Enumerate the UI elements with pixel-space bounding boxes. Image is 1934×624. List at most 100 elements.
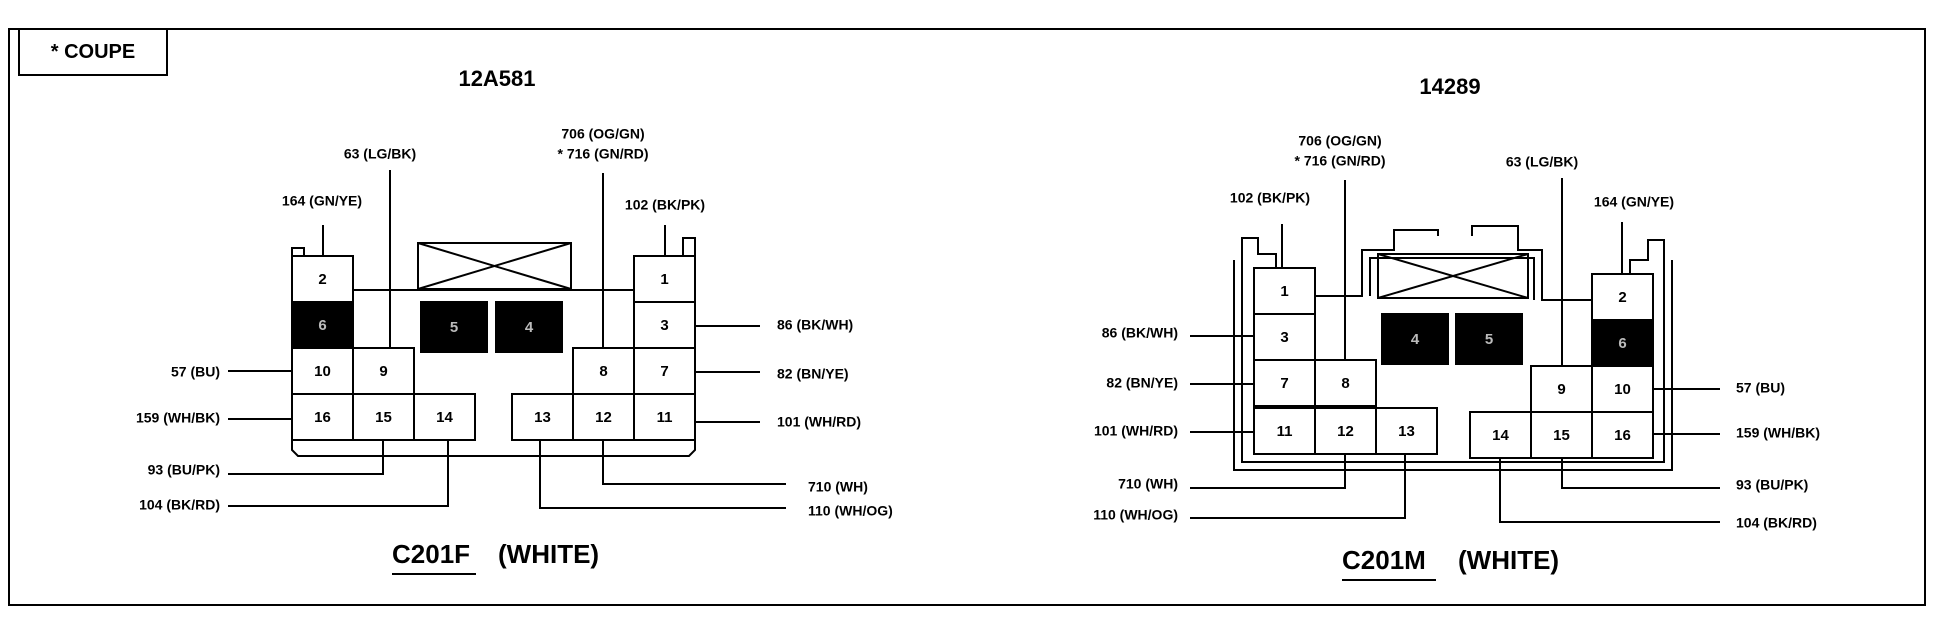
cavity-number: 14 — [1492, 427, 1509, 444]
cavity-11 — [1253, 407, 1316, 455]
cavity-number: 15 — [1553, 427, 1570, 444]
latch-box — [417, 242, 572, 290]
connector-name: C201M — [1342, 545, 1426, 575]
connector-housing-outline — [1241, 237, 1277, 268]
coupe-note-box: * COUPE — [18, 28, 168, 76]
circuit-label: 159 (WH/BK) — [136, 410, 220, 426]
cavity-13 — [1375, 407, 1438, 455]
cavity-number: 13 — [1398, 423, 1415, 440]
cavity-number: 16 — [314, 409, 331, 426]
cavity-6 — [291, 301, 354, 349]
cavity-10 — [1591, 365, 1654, 413]
circuit-label: 110 (WH/OG) — [808, 503, 893, 519]
circuit-leader-line — [228, 440, 384, 475]
cavity-number: 13 — [534, 409, 551, 426]
connector-housing-outline — [682, 237, 696, 256]
circuit-label: 63 (LG/BK) — [344, 146, 416, 162]
circuit-label: 86 (BK/WH) — [777, 317, 853, 333]
connector-part-number: 12A581 — [458, 66, 535, 91]
circuit-label: 710 (WH) — [808, 479, 868, 495]
cavity-14 — [413, 393, 476, 441]
connector-housing-outline — [1233, 260, 1673, 471]
circuit-label: 101 (WH/RD) — [777, 414, 861, 430]
cavity-number: 10 — [1614, 381, 1631, 398]
cavity-8 — [1314, 359, 1377, 407]
circuit-leader-line — [1190, 454, 1346, 489]
cavity-13 — [511, 393, 574, 441]
cavity-number: 2 — [318, 271, 326, 288]
cavity-number: 12 — [1337, 423, 1354, 440]
cavity-number: 12 — [595, 409, 612, 426]
cavity-number: 7 — [660, 363, 668, 380]
cavity-number: 4 — [1411, 331, 1420, 348]
circuit-label: 86 (BK/WH) — [1102, 325, 1178, 341]
connector-name: C201F — [392, 539, 470, 569]
cavity-number: 10 — [314, 363, 331, 380]
cavity-number: 16 — [1614, 427, 1631, 444]
connector-housing-outline — [1629, 239, 1665, 274]
connector-housing-outline — [1369, 257, 1535, 300]
connector-color: (WHITE) — [498, 539, 599, 569]
cavity-number: 3 — [1280, 329, 1288, 346]
cavity-15 — [1530, 411, 1593, 459]
cavity-number: 5 — [450, 319, 458, 336]
circuit-label: 101 (WH/RD) — [1094, 423, 1178, 439]
cavity-4 — [495, 301, 563, 353]
circuit-label: 93 (BU/PK) — [148, 462, 220, 478]
cavity-15 — [352, 393, 415, 441]
circuit-leader-line — [602, 440, 786, 485]
circuit-label: 63 (LG/BK) — [1506, 154, 1578, 170]
circuit-label: 102 (BK/PK) — [625, 197, 705, 213]
connector-part-number: 14289 — [1419, 74, 1480, 99]
diagram-frame — [8, 28, 1926, 606]
cavity-number: 1 — [660, 271, 668, 288]
cavity-10 — [291, 347, 354, 395]
circuit-label: 104 (BK/RD) — [139, 497, 220, 513]
cavity-number: 2 — [1618, 289, 1626, 306]
cavity-12 — [572, 393, 635, 441]
connector-housing-outline — [1315, 229, 1439, 297]
cavity-number: 8 — [599, 363, 607, 380]
cavity-5 — [1455, 313, 1523, 365]
circuit-label-alt: * 716 (GN/RD) — [557, 146, 648, 162]
cavity-1 — [1253, 267, 1316, 315]
circuit-label: 706 (OG/GN) — [1298, 133, 1381, 149]
circuit-label: 104 (BK/RD) — [1736, 515, 1817, 531]
cavity-number: 5 — [1485, 331, 1493, 348]
cavity-number: 6 — [318, 317, 326, 334]
cavity-5 — [420, 301, 488, 353]
connector-housing-outline — [291, 247, 305, 256]
circuit-label: 710 (WH) — [1118, 476, 1178, 492]
cavity-16 — [291, 393, 354, 441]
cavity-6 — [1591, 319, 1654, 367]
connector-housing-outline — [1471, 225, 1592, 301]
circuit-leader-line — [1190, 454, 1406, 519]
cavity-number: 1 — [1280, 283, 1288, 300]
circuit-label: 82 (BN/YE) — [777, 366, 849, 382]
cavity-4 — [1381, 313, 1449, 365]
cavity-number: 11 — [657, 409, 673, 426]
circuit-label: 164 (GN/YE) — [1594, 194, 1674, 210]
cavity-number: 3 — [660, 317, 668, 334]
circuit-label: 57 (BU) — [1736, 380, 1785, 396]
latch-cross-line — [417, 242, 572, 290]
circuit-leader-line — [228, 440, 449, 507]
cavity-number: 4 — [525, 319, 534, 336]
cavity-number: 9 — [379, 363, 387, 380]
cavity-number: 9 — [1557, 381, 1565, 398]
circuit-leader-line — [1499, 458, 1720, 523]
cavity-11 — [633, 393, 696, 441]
cavity-number: 7 — [1280, 375, 1288, 392]
coupe-note: * COUPE — [50, 41, 136, 63]
cavity-number: 6 — [1618, 335, 1626, 352]
circuit-label: 706 (OG/GN) — [561, 126, 644, 142]
connector-housing-outline — [291, 440, 696, 457]
cavity-number: 15 — [375, 409, 392, 426]
circuit-label: 164 (GN/YE) — [282, 193, 362, 209]
latch-box — [1377, 253, 1529, 299]
circuit-label: 102 (BK/PK) — [1230, 190, 1310, 206]
connector-housing-outline — [1241, 264, 1665, 463]
